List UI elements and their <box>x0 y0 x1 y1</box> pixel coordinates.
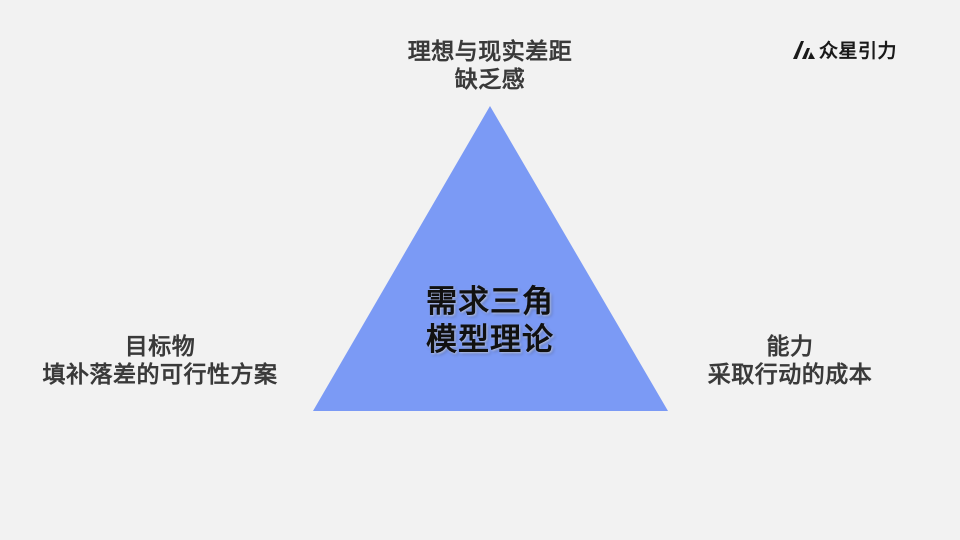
brand-name: 众星引力 <box>819 39 898 62</box>
brand-logo: 众星引力 <box>792 36 897 62</box>
top-vertex-title: 理想与现实差距 <box>407 39 573 65</box>
top-vertex-subtitle: 缺乏感 <box>454 67 526 93</box>
center-title: 需求三角 模型理论 <box>390 283 590 359</box>
right-vertex-label: 能力 采取行动的成本 <box>680 333 900 389</box>
brand-logo-icon <box>793 41 815 59</box>
left-vertex-label: 目标物 填补落差的可行性方案 <box>15 333 305 389</box>
triangle-shape <box>313 106 668 411</box>
right-vertex-subtitle: 采取行动的成本 <box>707 362 873 388</box>
center-title-line-1: 需求三角 <box>426 284 554 320</box>
left-vertex-title: 目标物 <box>124 334 196 360</box>
top-vertex-label: 理想与现实差距 缺乏感 <box>380 38 600 94</box>
left-vertex-subtitle: 填补落差的可行性方案 <box>42 362 278 388</box>
center-title-line-2: 模型理论 <box>426 322 554 358</box>
right-vertex-title: 能力 <box>766 334 814 360</box>
